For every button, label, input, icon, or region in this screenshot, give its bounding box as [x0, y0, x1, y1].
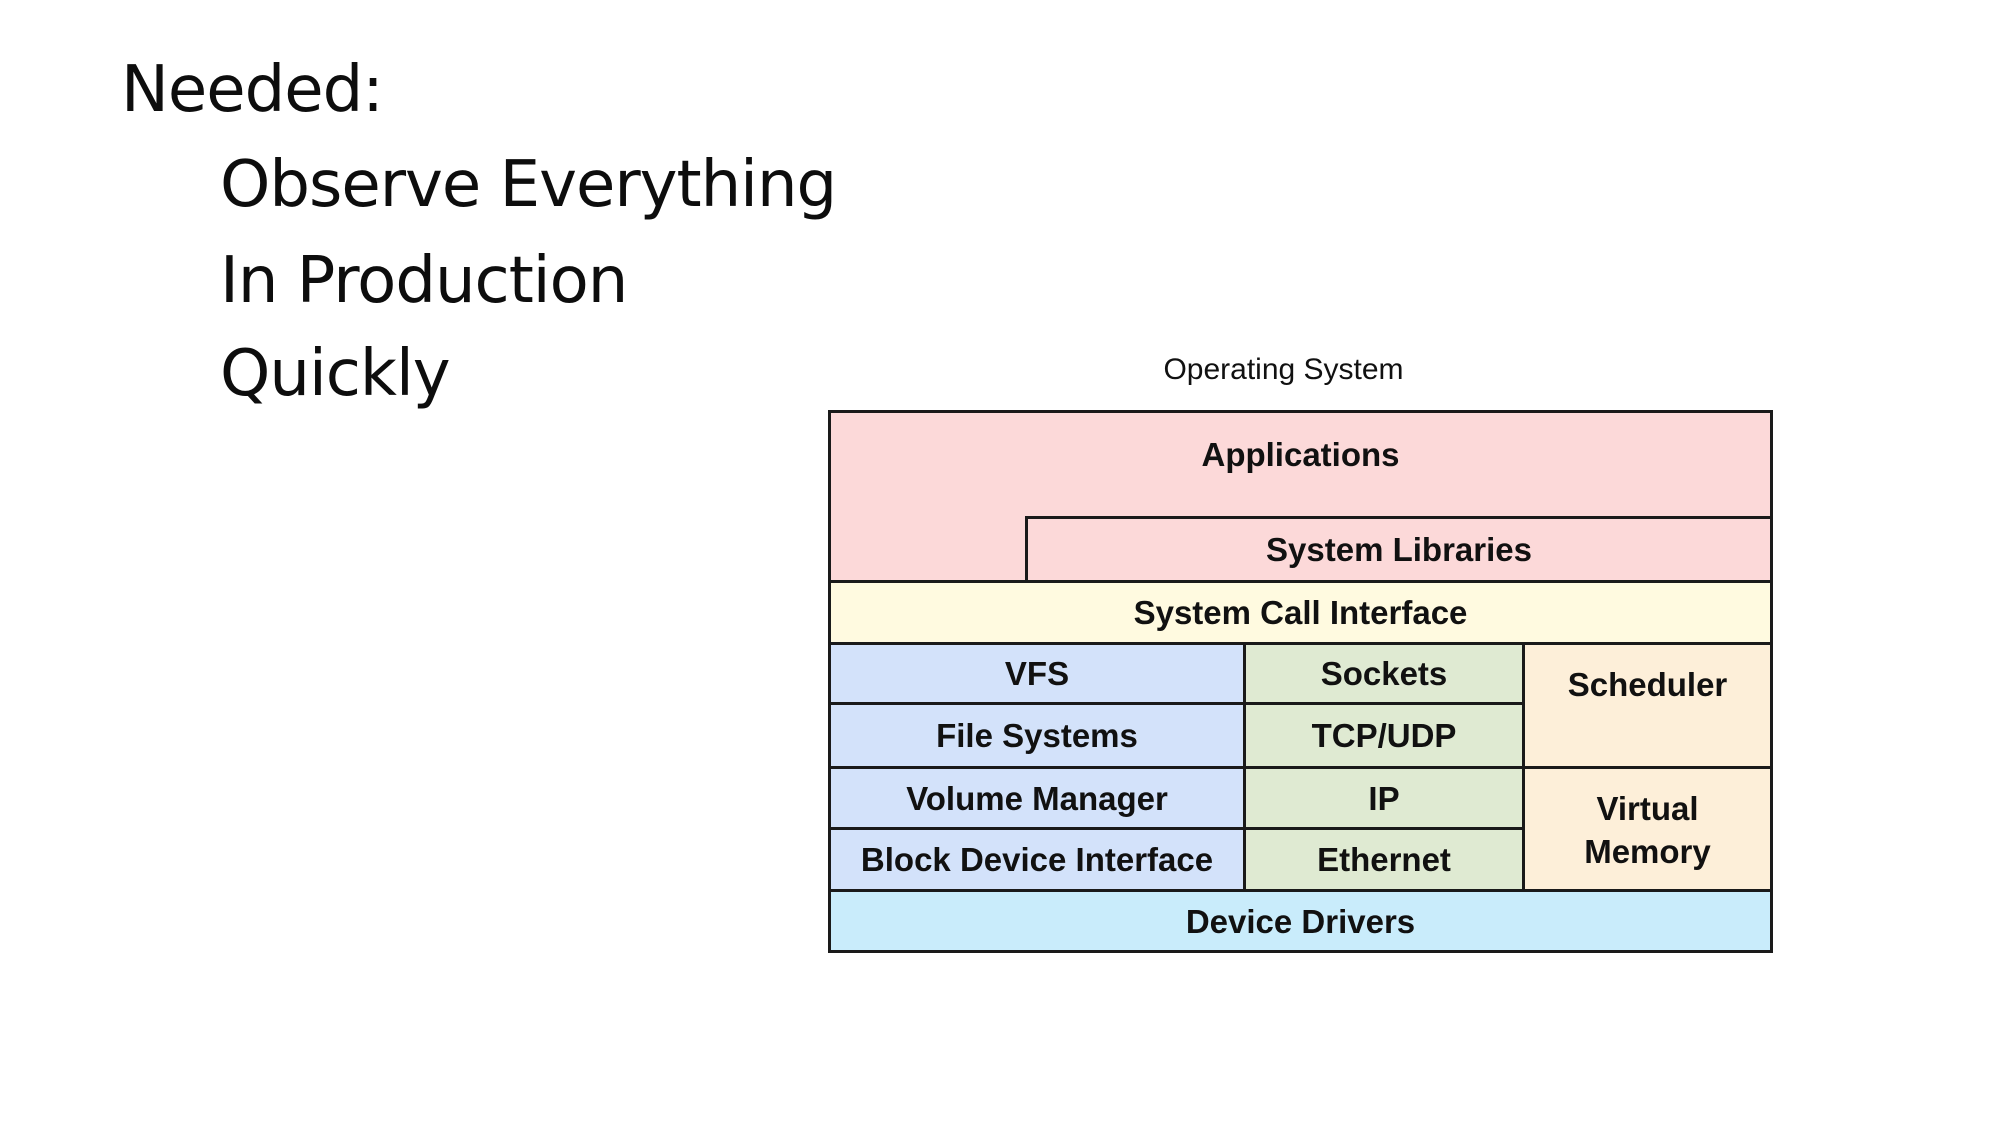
layer-tcp-udp-label: TCP/UDP	[1311, 717, 1457, 754]
layer-device-drivers: Device Drivers	[828, 889, 1773, 953]
diagram-title: Operating System	[1163, 353, 1404, 386]
layer-vfs: VFS	[828, 642, 1246, 705]
layer-file-systems-label: File Systems	[936, 717, 1138, 754]
layer-ip-label: IP	[1368, 779, 1400, 817]
layer-virtual-memory: Virtual Memory	[1522, 766, 1773, 892]
bullet-in-production: In Production	[220, 244, 628, 318]
layer-system-libraries-label: System Libraries	[1266, 531, 1532, 568]
bullet-observe-everything: Observe Everything	[220, 148, 837, 222]
layer-file-systems: File Systems	[828, 702, 1246, 769]
layer-ethernet: Ethernet	[1243, 827, 1525, 892]
layer-ethernet-label: Ethernet	[1317, 841, 1451, 878]
layer-device-drivers-label: Device Drivers	[1185, 902, 1416, 940]
layer-applications-label: Applications	[1201, 436, 1400, 473]
layer-sockets: Sockets	[1243, 642, 1525, 705]
layer-block-device-interface: Block Device Interface	[828, 827, 1246, 892]
layer-system-call-interface-label: System Call Interface	[1133, 594, 1468, 631]
slide-heading: Needed:	[121, 53, 384, 127]
layer-ip: IP	[1243, 766, 1525, 830]
layer-virtual-memory-label: Virtual Memory	[1584, 790, 1711, 870]
bullet-quickly: Quickly	[220, 337, 451, 411]
layer-volume-manager: Volume Manager	[828, 766, 1246, 830]
layer-volume-manager-label: Volume Manager	[906, 779, 1168, 817]
layer-sockets-label: Sockets	[1320, 655, 1448, 692]
layer-scheduler-label: Scheduler	[1567, 666, 1728, 703]
layer-scheduler: Scheduler	[1522, 642, 1773, 769]
layer-system-call-interface: System Call Interface	[828, 580, 1773, 645]
layer-tcp-udp: TCP/UDP	[1243, 702, 1525, 769]
layer-block-device-interface-label: Block Device Interface	[860, 841, 1214, 878]
layer-system-libraries: System Libraries	[1025, 516, 1773, 583]
layer-vfs-label: VFS	[1004, 655, 1070, 692]
